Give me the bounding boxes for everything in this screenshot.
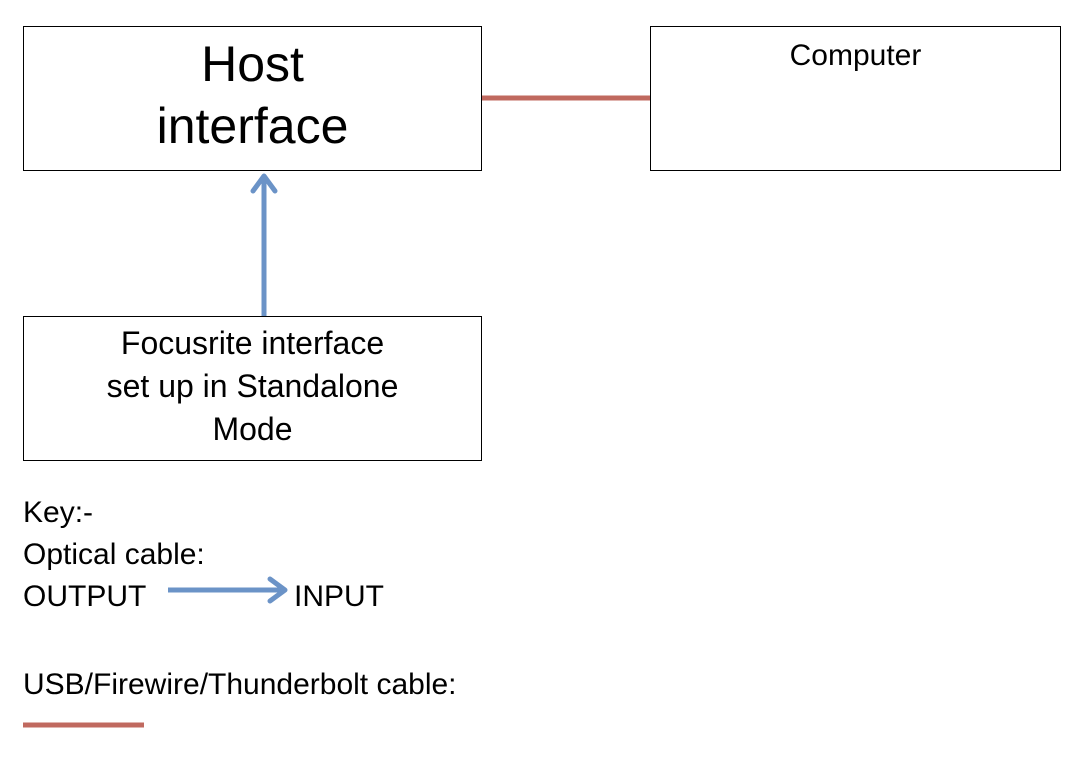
key-usb-label: USB/Firewire/Thunderbolt cable:	[23, 668, 457, 701]
focusrite-interface-label: Focusrite interface set up in Standalone…	[106, 325, 399, 447]
key-output-label: OUTPUT	[23, 580, 147, 613]
key-optical-label: Optical cable:	[23, 538, 205, 571]
host-interface-label: Host interface	[156, 35, 349, 154]
key-optical-arrowhead	[267, 576, 288, 604]
key-title: Key:-	[23, 496, 94, 529]
focusrite-interface-box: Focusrite interface set up in Standalone…	[23, 316, 482, 461]
computer-label: Computer	[789, 39, 922, 72]
key-input-label: INPUT	[294, 580, 384, 613]
optical-arrowhead-up	[250, 173, 278, 194]
host-interface-box: Host interface	[23, 26, 482, 171]
computer-box: Computer	[650, 26, 1061, 171]
